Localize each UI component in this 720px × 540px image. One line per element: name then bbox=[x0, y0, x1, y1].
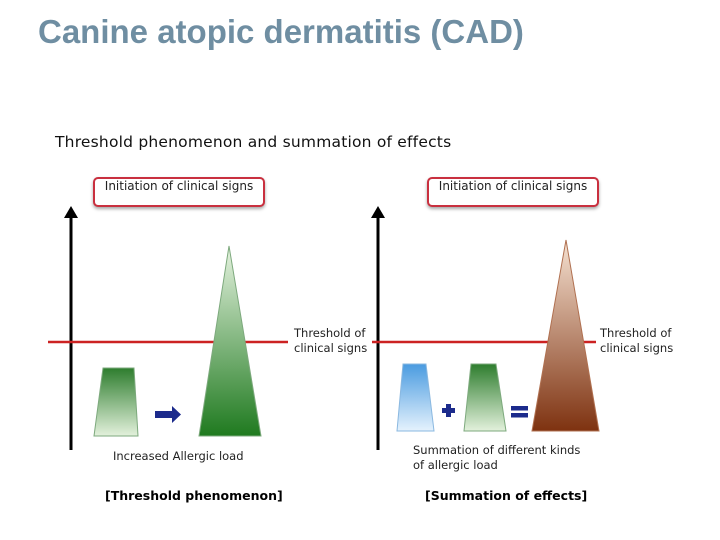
equals-icon bbox=[511, 406, 528, 418]
plus-icon bbox=[442, 404, 455, 417]
left-initiation-box: Initiation of clinical signs bbox=[93, 177, 265, 207]
right-caption: [Summation of effects] bbox=[425, 488, 588, 503]
left-caption: [Threshold phenomenon] bbox=[105, 488, 283, 503]
right-threshold-label: Threshold of clinical signs bbox=[600, 326, 674, 355]
left-threshold-label: Threshold of clinical signs bbox=[294, 326, 368, 355]
left-initiation-label: Initiation of clinical signs bbox=[104, 179, 254, 193]
blue-allergen-shape bbox=[396, 363, 435, 432]
right-axis-arrowhead bbox=[371, 206, 385, 218]
left-axis-arrowhead bbox=[64, 206, 78, 218]
green-allergen-shape bbox=[463, 363, 507, 432]
right-arrow-icon bbox=[155, 406, 181, 423]
left-x-label: Increased Allergic load bbox=[113, 449, 244, 463]
page-title: Canine atopic dermatitis (CAD) bbox=[38, 13, 524, 50]
right-initiation-box: Initiation of clinical signs bbox=[427, 177, 599, 207]
right-initiation-label: Initiation of clinical signs bbox=[438, 179, 588, 193]
small-green-allergen-shape bbox=[93, 367, 139, 437]
large-green-allergen-shape bbox=[198, 245, 262, 437]
diagram-subtitle: Threshold phenomenon and summation of ef… bbox=[55, 133, 452, 151]
brown-summed-allergen-shape bbox=[531, 239, 600, 432]
right-x-label: Summation of different kinds of allergic… bbox=[413, 443, 581, 472]
